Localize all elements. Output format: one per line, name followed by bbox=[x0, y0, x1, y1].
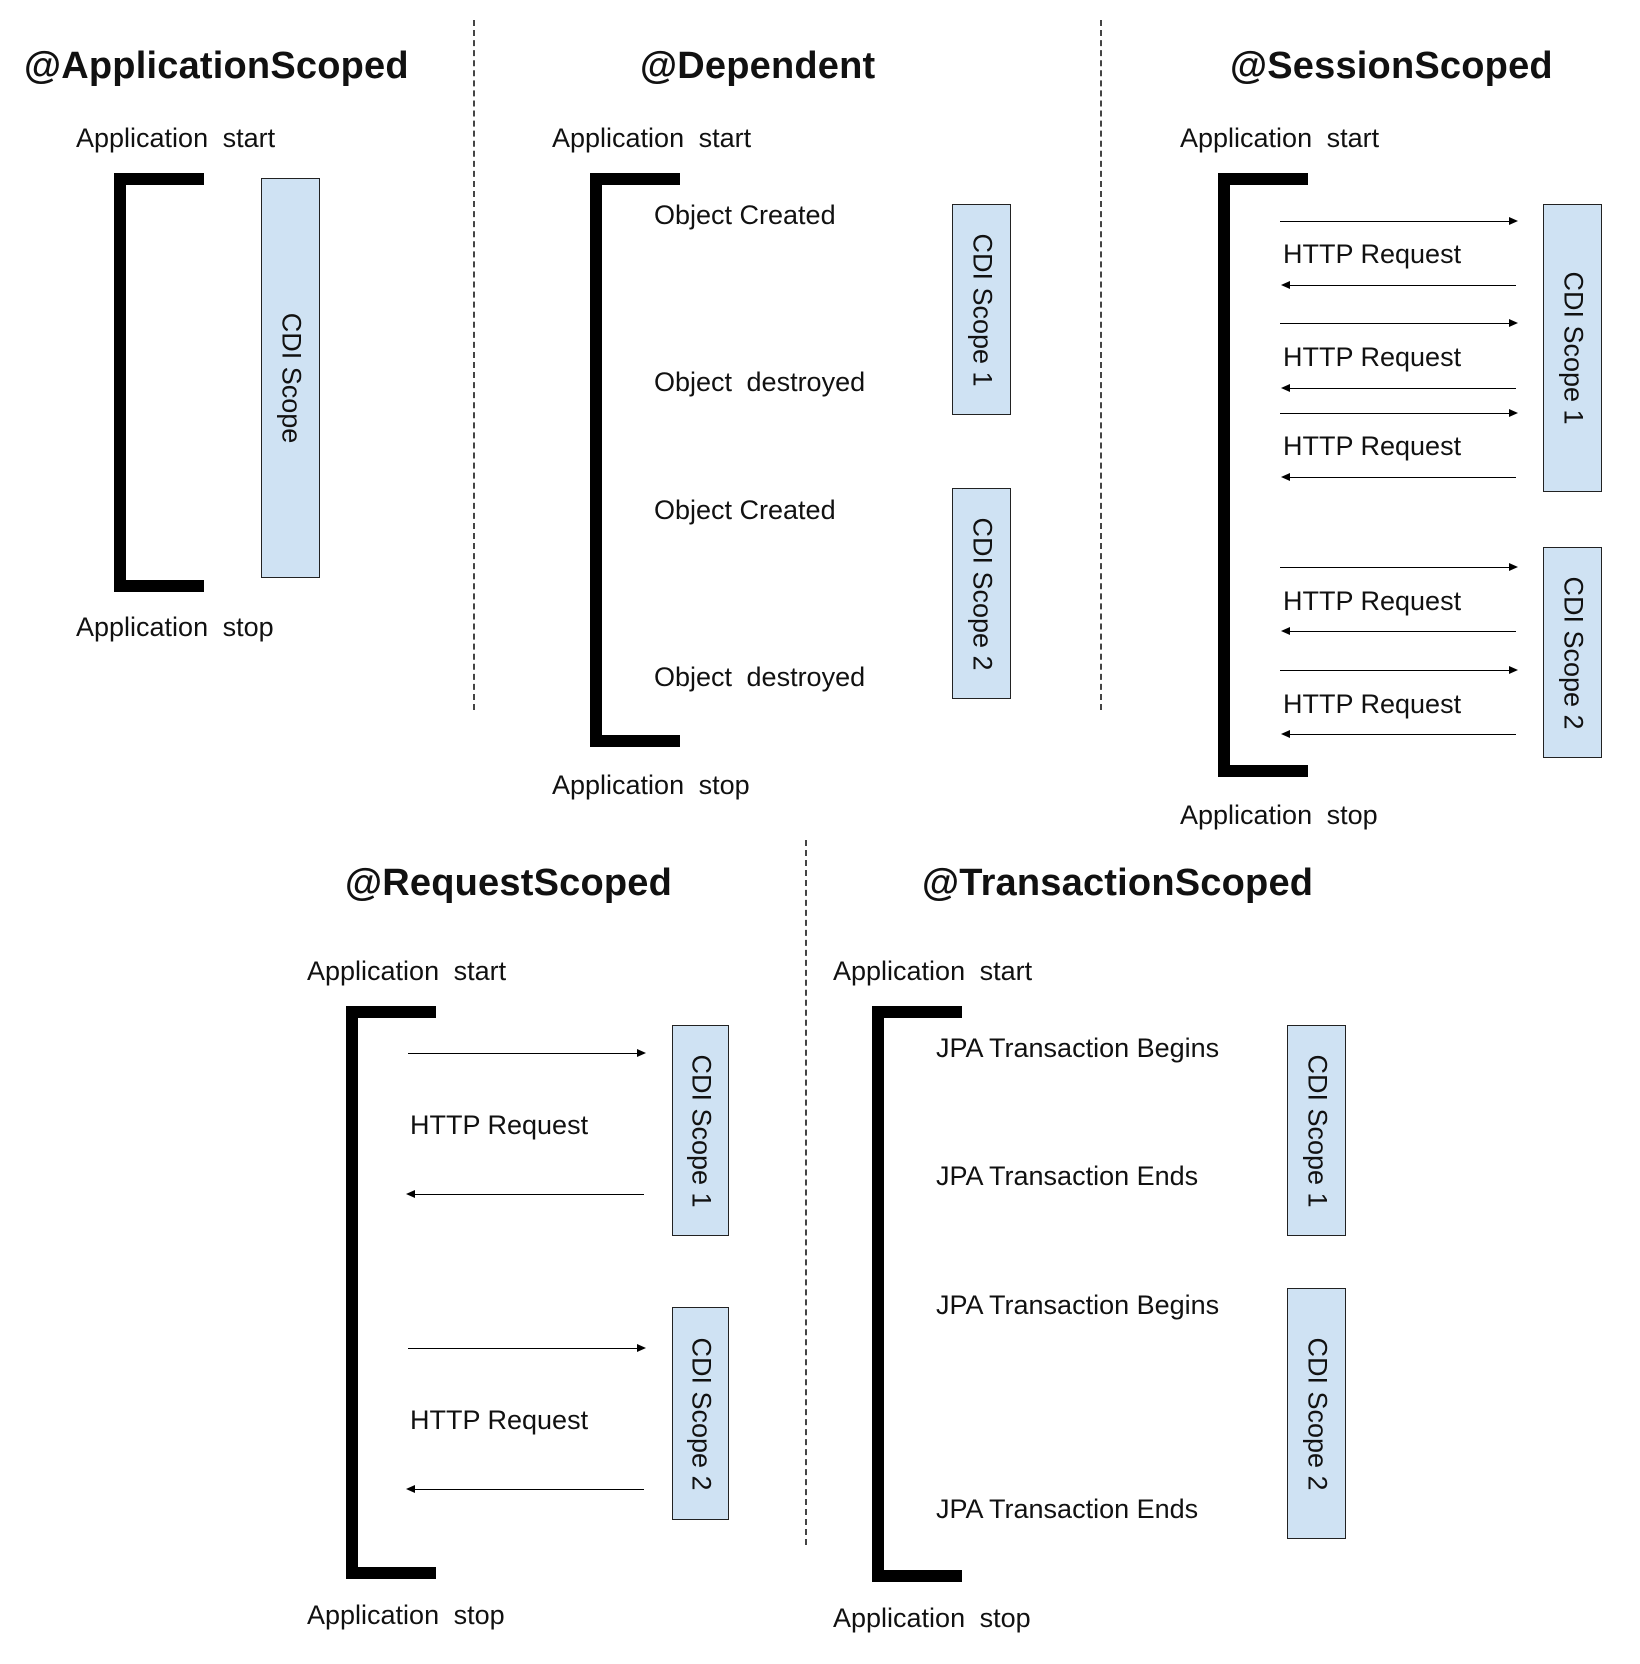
cdi-scope-label: CDI Scope 1 bbox=[1302, 1053, 1332, 1208]
request-arrow bbox=[1280, 318, 1518, 327]
cdi-scope-label: CDI Scope 2 bbox=[1558, 575, 1588, 730]
cdi-scope-box: CDI Scope 2 bbox=[672, 1307, 729, 1520]
event-label: Object destroyed bbox=[654, 367, 866, 397]
request-arrow bbox=[1280, 562, 1518, 571]
application-stop-label: Application stop bbox=[76, 612, 274, 642]
request-arrow bbox=[1280, 665, 1518, 674]
application-start-label: Application start bbox=[1180, 123, 1380, 153]
cdi-scope-label: CDI Scope 2 bbox=[686, 1336, 716, 1491]
cdi-scope-box: CDI Scope 2 bbox=[1543, 547, 1602, 758]
http-request-label: HTTP Request bbox=[1283, 689, 1462, 719]
cdi-scope-label: CDI Scope 1 bbox=[686, 1053, 716, 1208]
response-arrow bbox=[406, 1189, 644, 1198]
event-label: JPA Transaction Ends bbox=[936, 1494, 1199, 1524]
response-arrow bbox=[1281, 626, 1516, 635]
http-request-label: HTTP Request bbox=[1283, 586, 1462, 616]
response-arrow bbox=[1281, 280, 1516, 289]
http-request-label: HTTP Request bbox=[1283, 431, 1462, 461]
event-label: Object destroyed bbox=[654, 662, 866, 692]
request-arrow bbox=[1280, 408, 1518, 417]
event-label: JPA Transaction Ends bbox=[936, 1161, 1199, 1191]
cdi-scope-label: CDI Scope 1 bbox=[1558, 271, 1588, 425]
event-label: JPA Transaction Begins bbox=[936, 1290, 1220, 1320]
request-arrow bbox=[408, 1048, 646, 1057]
cdi-scope-box: CDI Scope 1 bbox=[952, 204, 1011, 415]
event-label: Object Created bbox=[654, 200, 836, 230]
request-arrow bbox=[408, 1343, 646, 1352]
panel-title: @ApplicationScoped bbox=[24, 45, 409, 87]
request-arrow bbox=[1280, 216, 1518, 225]
cdi-scope-label: CDI Scope bbox=[276, 312, 306, 444]
application-stop-label: Application stop bbox=[307, 1600, 505, 1630]
panel-title: @Dependent bbox=[640, 45, 876, 87]
http-request-label: HTTP Request bbox=[1283, 342, 1462, 372]
response-arrow bbox=[1281, 383, 1516, 392]
cdi-scope-box: CDI Scope 1 bbox=[1543, 204, 1602, 492]
response-arrow bbox=[406, 1484, 644, 1493]
application-stop-label: Application stop bbox=[552, 770, 750, 800]
cdi-scope-box: CDI Scope 1 bbox=[1287, 1025, 1346, 1236]
http-request-label: HTTP Request bbox=[410, 1110, 589, 1140]
application-start-label: Application start bbox=[552, 123, 752, 153]
application-start-label: Application start bbox=[307, 956, 507, 986]
application-stop-label: Application stop bbox=[833, 1603, 1031, 1633]
panel-title: @TransactionScoped bbox=[922, 862, 1314, 904]
divider-3 bbox=[805, 840, 807, 1545]
divider-1 bbox=[473, 20, 475, 710]
application-stop-label: Application stop bbox=[1180, 800, 1378, 830]
cdi-scope-box: CDI Scope bbox=[261, 178, 320, 578]
cdi-scope-label: CDI Scope 2 bbox=[967, 516, 997, 671]
response-arrow bbox=[1281, 472, 1516, 481]
application-start-label: Application start bbox=[833, 956, 1033, 986]
cdi-scope-box: CDI Scope 2 bbox=[1287, 1288, 1346, 1539]
cdi-scope-box: CDI Scope 1 bbox=[672, 1025, 729, 1236]
cdi-scope-label: CDI Scope 1 bbox=[967, 232, 997, 387]
divider-2 bbox=[1100, 20, 1102, 710]
http-request-label: HTTP Request bbox=[1283, 239, 1462, 269]
application-start-label: Application start bbox=[76, 123, 276, 153]
event-label: Object Created bbox=[654, 495, 836, 525]
event-label: JPA Transaction Begins bbox=[936, 1033, 1220, 1063]
panel-title: @RequestScoped bbox=[345, 862, 673, 904]
panel-title: @SessionScoped bbox=[1230, 45, 1553, 87]
cdi-scope-label: CDI Scope 2 bbox=[1302, 1336, 1332, 1491]
cdi-scope-box: CDI Scope 2 bbox=[952, 488, 1011, 699]
http-request-label: HTTP Request bbox=[410, 1405, 589, 1435]
response-arrow bbox=[1281, 729, 1516, 738]
